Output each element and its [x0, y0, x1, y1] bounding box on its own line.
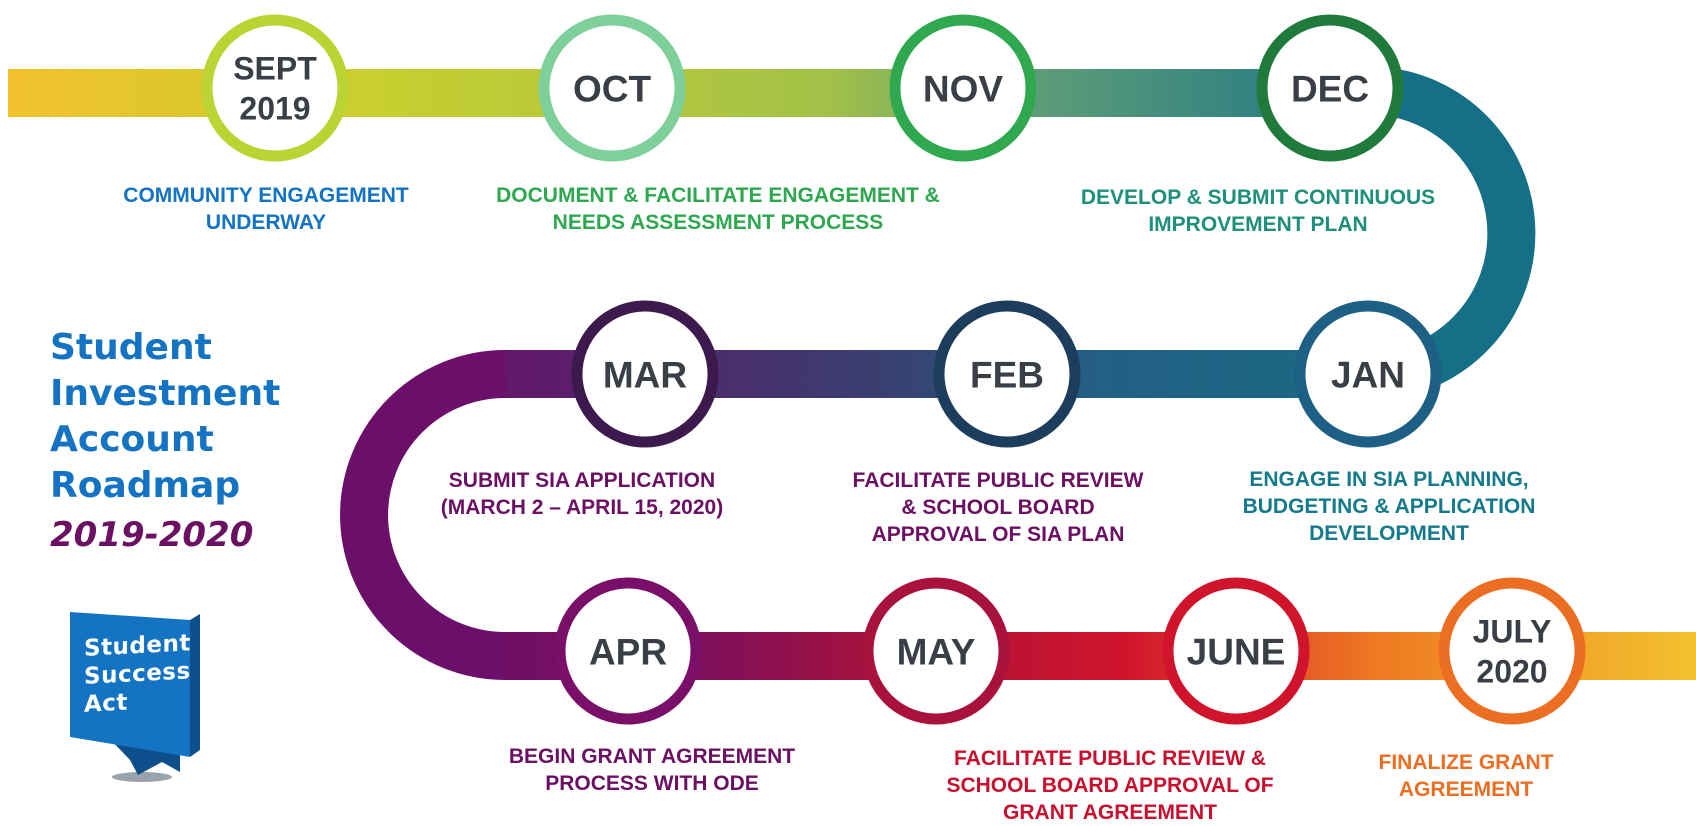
roadmap-year: 2019-2020	[50, 515, 254, 555]
caption-line: DOCUMENT & FACILITATE ENGAGEMENT &	[496, 184, 940, 207]
milestone-ring	[1294, 300, 1442, 448]
milestone-month-label: MAY	[897, 631, 976, 672]
caption-line: & SCHOOL BOARD	[901, 496, 1095, 519]
title-line: Account	[50, 419, 214, 460]
milestone-ring	[201, 14, 349, 162]
caption-line: FACILITATE PUBLIC REVIEW &	[954, 747, 1266, 770]
milestone-sept: SEPT 2019	[201, 14, 349, 162]
roadmap-title: Student Investment Account Roadmap	[50, 325, 280, 509]
caption-line: AGREEMENT	[1398, 778, 1534, 801]
caption-line: PROCESS WITH ODE	[545, 772, 759, 795]
milestone-month-label: JULY	[1473, 614, 1552, 650]
milestone-caption-may: FACILITATE PUBLIC REVIEW & SCHOOL BOARD A…	[946, 745, 1273, 826]
title-line: Student	[50, 327, 212, 368]
milestone-month-label: SEPT	[233, 51, 317, 87]
caption-line: DEVELOPMENT	[1309, 522, 1469, 545]
milestone-ring	[889, 14, 1037, 162]
milestone-caption-jan: ENGAGE IN SIA PLANNING, BUDGETING & APPLI…	[1243, 466, 1536, 547]
logo-line: Success	[84, 658, 191, 690]
milestone-apr: APR	[554, 577, 702, 725]
caption-line: SUBMIT SIA APPLICATION	[448, 469, 716, 492]
milestone-month-label: APR	[589, 631, 667, 672]
caption-line: NEEDS ASSESSMENT PROCESS	[552, 211, 884, 234]
milestone-nov: NOV	[889, 14, 1037, 162]
caption-line: GRANT AGREEMENT	[1003, 801, 1217, 824]
milestone-ring	[554, 577, 702, 725]
caption-line: APPROVAL OF SIA PLAN	[871, 523, 1125, 546]
milestone-caption-feb: FACILITATE PUBLIC REVIEW & SCHOOL BOARD AP…	[853, 467, 1144, 548]
milestone-ring	[1256, 14, 1404, 162]
milestone-caption-mar: SUBMIT SIA APPLICATION (MARCH 2 – APRIL 1…	[441, 467, 723, 521]
milestone-jan: JAN	[1294, 300, 1442, 448]
logo-banner-shape	[70, 612, 200, 782]
milestone-mar: MAR	[571, 300, 719, 448]
milestone-ring	[862, 577, 1010, 725]
milestone-month-label: 2020	[1476, 654, 1547, 690]
caption-line: DEVELOP & SUBMIT CONTINUOUS	[1080, 186, 1436, 209]
caption-line: ENGAGE IN SIA PLANNING,	[1249, 468, 1529, 491]
milestone-month-label: OCT	[573, 68, 652, 109]
milestone-ring	[538, 14, 686, 162]
logo-text: Student Success Act	[84, 629, 194, 719]
milestone-month-label: MAR	[603, 354, 687, 395]
milestone-ring	[1438, 577, 1586, 725]
milestone-caption-oct: DOCUMENT & FACILITATE ENGAGEMENT & NEEDS …	[496, 182, 940, 236]
milestone-july: JULY 2020	[1438, 577, 1586, 725]
caption-line: COMMUNITY ENGAGEMENT	[123, 184, 409, 207]
milestone-month-label: NOV	[923, 68, 1004, 109]
milestone-caption-dec: DEVELOP & SUBMIT CONTINUOUS IMPROVEMENT P…	[1081, 184, 1435, 238]
title-line: Roadmap	[50, 465, 241, 506]
milestone-month-label: JAN	[1331, 354, 1405, 395]
milestone-month-label: JUNE	[1187, 631, 1286, 672]
milestone-ring	[933, 300, 1081, 448]
track-curve-right	[1390, 69, 1536, 398]
caption-line: SCHOOL BOARD APPROVAL OF	[946, 774, 1274, 797]
student-success-act-logo: Student Success Act	[70, 612, 200, 782]
milestone-ring	[1162, 577, 1310, 725]
caption-line: BUDGETING & APPLICATION	[1242, 495, 1536, 518]
milestone-ring	[571, 300, 719, 448]
logo-line: Act	[84, 689, 128, 718]
caption-line: IMPROVEMENT PLAN	[1148, 213, 1368, 236]
milestone-june: JUNE	[1162, 577, 1310, 725]
caption-line: (MARCH 2 – APRIL 15, 2020)	[440, 496, 724, 519]
title-line: Investment	[50, 373, 281, 414]
caption-line: FINALIZE GRANT	[1378, 751, 1554, 774]
milestone-month-label: FEB	[970, 354, 1044, 395]
milestone-month-label: DEC	[1291, 68, 1369, 109]
milestone-caption-apr: BEGIN GRANT AGREEMENT PROCESS WITH ODE	[509, 743, 795, 797]
milestone-dec: DEC	[1256, 14, 1404, 162]
track-curve-left	[340, 350, 506, 680]
milestone-feb: FEB	[933, 300, 1081, 448]
milestone-may: MAY	[862, 577, 1010, 725]
milestone-caption-july: FINALIZE GRANT AGREEMENT	[1379, 749, 1554, 803]
caption-line: BEGIN GRANT AGREEMENT	[508, 745, 796, 768]
caption-line: FACILITATE PUBLIC REVIEW	[852, 469, 1144, 492]
milestone-oct: OCT	[538, 14, 686, 162]
milestone-month-label: 2019	[239, 91, 310, 127]
caption-line: UNDERWAY	[205, 211, 327, 234]
milestone-caption-sept: COMMUNITY ENGAGEMENT UNDERWAY	[123, 182, 408, 236]
